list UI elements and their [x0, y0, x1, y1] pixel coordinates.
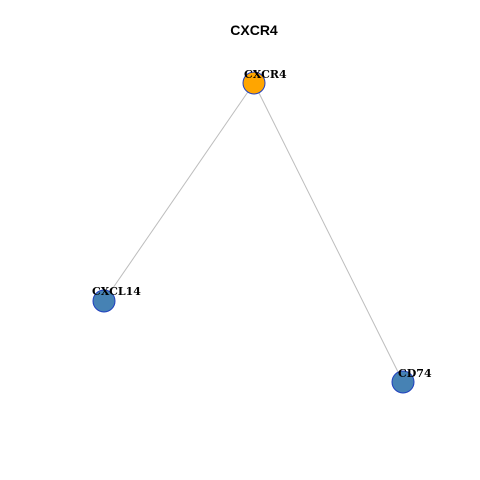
node-label-cxcl14: CXCL14 [92, 285, 141, 298]
node-cxcr4 [242, 71, 266, 95]
node-label-cd74: CD74 [398, 367, 432, 380]
node-cxcl14 [92, 289, 116, 313]
nodes-layer [92, 71, 415, 394]
node-label-cxcr4: CXCR4 [244, 68, 287, 81]
edges-layer [103, 82, 404, 383]
diagram-title: CXCR4 [230, 22, 278, 38]
edge-cxcr4-cd74 [253, 82, 404, 383]
edge-cxcr4-cxcl14 [103, 82, 255, 302]
node-cd74 [391, 370, 415, 394]
